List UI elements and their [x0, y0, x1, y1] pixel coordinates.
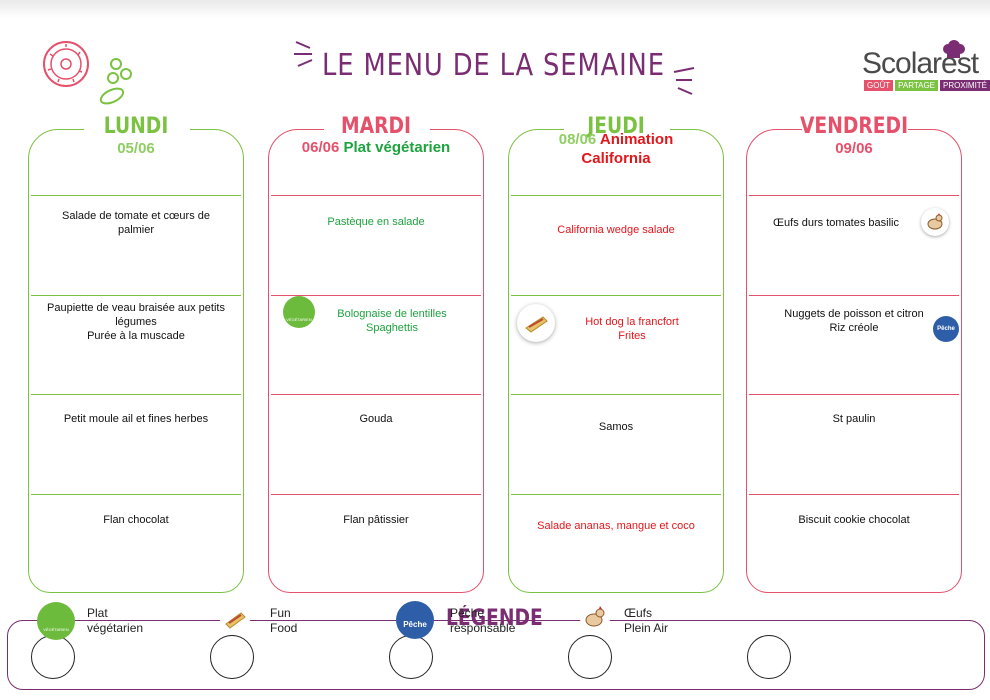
day-date: 06/06 — [301, 139, 340, 156]
day-column-mardi: MARDI 06/06 Plat végétarien Pastèque en … — [268, 114, 484, 593]
meal-dessert: Salade ananas, mangue et coco — [537, 520, 695, 532]
day-subtitle: Animation — [599, 131, 674, 148]
legend-label: Fun Food — [270, 606, 298, 635]
meal-fromage: Samos — [598, 421, 634, 433]
page-title: LE MENU DE LA SEMAINE — [322, 48, 665, 83]
tagline-item: PROXIMITÉ — [940, 80, 990, 91]
empty-slot — [389, 635, 433, 679]
day-date: 08/06 — [558, 131, 597, 148]
sparkle-right-icon — [673, 67, 695, 95]
meal-entree: Pastèque en salade — [327, 216, 425, 228]
meal-fromage: St paulin — [832, 413, 876, 425]
day-date-line: 08/06 Animation California — [509, 130, 723, 168]
meal-dessert: Flan chocolat — [103, 514, 169, 526]
empty-slot — [747, 635, 791, 679]
day-name: VENDREDI — [799, 114, 909, 139]
day-subtitle: California — [581, 150, 651, 167]
empty-slot — [210, 635, 254, 679]
day-column-vendredi: VENDREDI 09/06 Œufs durs tomates basilic… — [746, 114, 962, 593]
donut-icon — [43, 41, 132, 105]
legend-label: Plat végétarien — [87, 606, 144, 635]
fun-food-icon — [220, 604, 250, 634]
empty-slot — [568, 635, 612, 679]
vegetarian-badge-icon: VÉGÉTARIEN — [37, 602, 75, 640]
day-date-line: 06/06 Plat végétarien — [269, 139, 483, 156]
day-column-lundi: LUNDI 05/06 Salade de tomate et cœurs de… — [28, 114, 244, 593]
day-name: JEUDI — [587, 114, 645, 139]
day-name: MARDI — [341, 114, 411, 139]
hen-icon — [580, 603, 610, 633]
day-subtitle: Plat végétarien — [343, 139, 451, 156]
day-column-jeudi: JEUDI 08/06 Animation California Califor… — [508, 114, 724, 593]
meal-fromage: Gouda — [359, 413, 393, 425]
day-date: 05/06 — [117, 140, 155, 157]
fish-badge-icon: Pêche — [933, 316, 959, 342]
day-date: 09/06 — [835, 140, 873, 157]
legend-label: Œufs Plein Air — [624, 606, 669, 635]
tagline-item: GOÛT — [864, 80, 894, 91]
meal-fromage: Petit moule ail et fines herbes — [63, 413, 209, 425]
fun-food-icon — [517, 304, 555, 342]
legend-title: LÉGENDE — [446, 606, 543, 631]
fish-badge-icon: Pêche — [396, 601, 434, 639]
empty-slot — [31, 635, 75, 679]
legend-label: Pêche responsable — [450, 606, 516, 635]
vegetarian-badge-icon: VÉGÉTARIEN — [283, 296, 315, 328]
tagline-item: PARTAGE — [895, 80, 939, 91]
legend-box — [7, 620, 985, 690]
chef-hat-icon — [943, 40, 965, 58]
sparkle-left-icon — [294, 41, 313, 67]
meal-dessert: Flan pâtissier — [343, 514, 409, 526]
hen-icon — [921, 208, 949, 236]
meal-entree: Œufs durs tomates basilic — [773, 217, 899, 229]
meal-dessert: Biscuit cookie chocolat — [798, 514, 910, 526]
meal-entree: California wedge salade — [557, 224, 675, 236]
top-band — [0, 0, 990, 18]
day-name: LUNDI — [103, 114, 169, 139]
brand-tagline: GOÛT PARTAGE PROXIMITÉ — [864, 80, 990, 91]
